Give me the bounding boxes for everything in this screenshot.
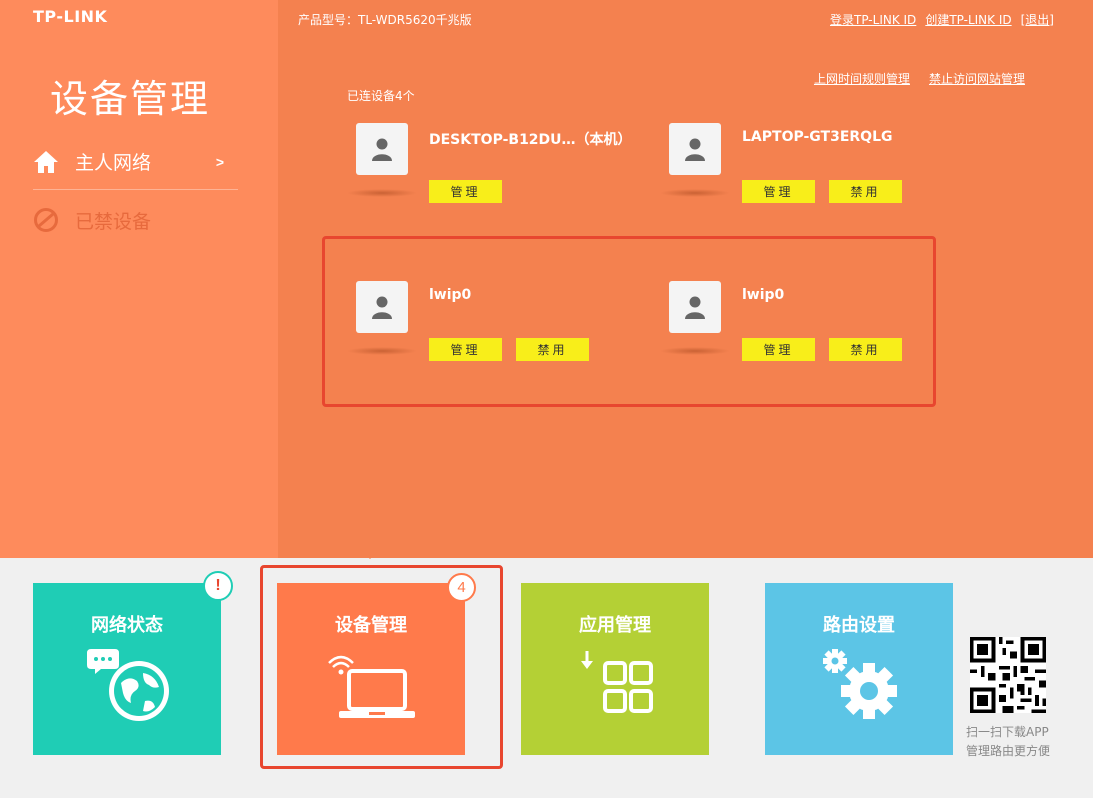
avatar-shadow: [660, 189, 730, 197]
user-avatar-icon: [669, 123, 721, 175]
logout-link[interactable]: [退出]: [1020, 13, 1054, 27]
manage-button[interactable]: 管理: [742, 180, 815, 203]
device-name: DESKTOP-B12DU…（本机）: [429, 132, 632, 148]
sidebar-item-banned-devices[interactable]: 已禁设备: [33, 192, 238, 248]
sidebar-item-label: 主人网络: [75, 152, 152, 174]
gears-icon: [765, 645, 953, 725]
manage-button[interactable]: 管理: [742, 338, 815, 361]
tile-label: 设备管理: [335, 615, 407, 636]
device-name: lwip0: [742, 287, 785, 303]
tp-link-logo: TP-LINK: [33, 7, 108, 26]
device-card: DESKTOP-B12DU…（本机） 管理: [347, 123, 637, 213]
tile-app-management[interactable]: 应用管理: [521, 583, 709, 755]
create-account-link[interactable]: 创建TP-LINK ID: [925, 13, 1012, 27]
account-links: 登录TP-LINK ID 创建TP-LINK ID [退出]: [830, 11, 1054, 28]
chevron-right-icon: >: [215, 153, 224, 170]
time-rules-link[interactable]: 上网时间规则管理: [813, 72, 910, 86]
user-avatar-icon: [669, 281, 721, 333]
sidebar-item-host-network[interactable]: 主人网络 >: [33, 134, 238, 190]
device-count-badge: 4: [447, 573, 476, 602]
device-count: 已连设备4个: [347, 89, 415, 103]
rule-links: 上网时间规则管理 禁止访问网站管理: [814, 70, 1025, 87]
qr-caption-line: 管理路由更方便: [966, 744, 1051, 758]
alert-badge: !: [203, 571, 233, 601]
device-card: lwip0 管理 禁用: [347, 281, 637, 371]
device-name: LAPTOP-GT3ERQLG: [742, 129, 893, 145]
avatar-shadow: [660, 347, 730, 355]
page-title: 设备管理: [50, 77, 211, 121]
tile-label: 路由设置: [823, 615, 895, 636]
tile-label: 应用管理: [579, 615, 651, 636]
qr-code: [970, 637, 1046, 713]
qr-caption-line: 扫一扫下载APP: [966, 725, 1049, 739]
sidebar-item-label: 已禁设备: [75, 210, 152, 233]
globe-chat-icon: [33, 645, 221, 725]
tile-label: 网络状态: [91, 615, 163, 636]
block-sites-link[interactable]: 禁止访问网站管理: [928, 72, 1025, 86]
disable-button[interactable]: 禁用: [829, 180, 902, 203]
user-avatar-icon: [356, 281, 408, 333]
tile-router-settings[interactable]: 路由设置: [765, 583, 953, 755]
laptop-wifi-icon: [277, 645, 465, 725]
avatar-shadow: [347, 189, 417, 197]
home-icon: [33, 149, 59, 175]
active-tile-pointer: [360, 549, 380, 559]
highlight-box: [260, 565, 503, 769]
user-avatar-icon: [356, 123, 408, 175]
login-link[interactable]: 登录TP-LINK ID: [830, 13, 917, 27]
ban-icon: [33, 207, 59, 233]
device-card: lwip0 管理 禁用: [660, 281, 950, 371]
manage-button[interactable]: 管理: [429, 338, 502, 361]
manage-button[interactable]: 管理: [429, 180, 502, 203]
model-label: 产品型号：TL-WDR5620千兆版: [298, 13, 472, 27]
disable-button[interactable]: 禁用: [516, 338, 589, 361]
apps-grid-icon: [521, 645, 709, 725]
device-card: LAPTOP-GT3ERQLG 管理 禁用: [660, 123, 950, 213]
tile-device-management[interactable]: 设备管理: [277, 583, 465, 755]
tile-network-status[interactable]: 网络状态: [33, 583, 221, 755]
sidebar: [0, 0, 278, 558]
qr-caption: 扫一扫下载APP 管理路由更方便: [966, 723, 1050, 761]
device-name: lwip0: [429, 287, 472, 303]
disable-button[interactable]: 禁用: [829, 338, 902, 361]
avatar-shadow: [347, 347, 417, 355]
highlight-box: [322, 236, 936, 407]
